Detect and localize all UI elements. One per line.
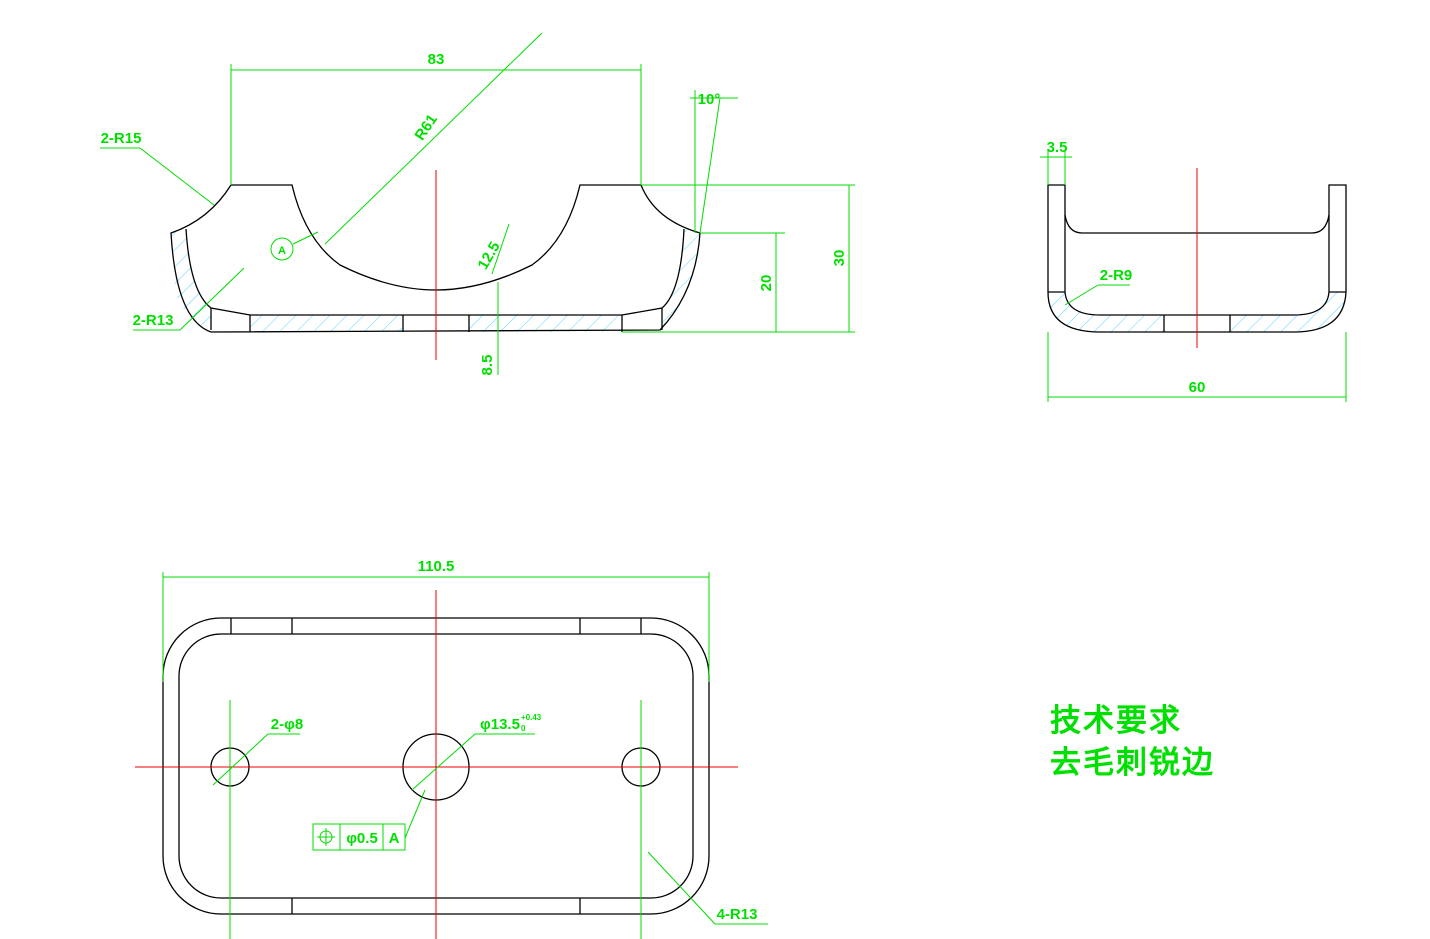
dim-30: 30 bbox=[831, 250, 848, 267]
leader-r9 bbox=[1064, 284, 1099, 306]
side-hatch-mid-left bbox=[1100, 315, 1164, 332]
requirements-line-1: 去毛刺锐边 bbox=[1050, 745, 1215, 781]
dim-2-r13: 2-R13 bbox=[133, 312, 174, 329]
dim-4-r13: 4-R13 bbox=[717, 906, 758, 923]
dim-83: 83 bbox=[428, 51, 445, 68]
side-view: 3.5 2-R9 60 bbox=[1040, 139, 1347, 402]
leader-4-r13 bbox=[647, 851, 716, 925]
dim-tol-lower: 0 bbox=[521, 724, 526, 733]
leader-2-phi8 bbox=[212, 733, 269, 786]
dim-r61: R61 bbox=[412, 111, 441, 143]
front-hatch-right bbox=[662, 229, 700, 330]
side-hatch-right bbox=[1294, 292, 1346, 332]
leader-r15 bbox=[139, 147, 215, 206]
leader-phi13-5 bbox=[411, 733, 476, 791]
leader-12-5 bbox=[491, 223, 510, 275]
dim-phi13-5: φ13.5 bbox=[480, 716, 520, 733]
front-hatch-bottom-left bbox=[250, 315, 403, 332]
dim-line-r61 bbox=[324, 32, 543, 245]
dim-60: 60 bbox=[1189, 379, 1206, 396]
dim-2-r9: 2-R9 bbox=[1100, 267, 1133, 284]
datum-a-label: A bbox=[278, 245, 286, 257]
dim-3-5: 3.5 bbox=[1047, 139, 1068, 156]
tolerance-frame bbox=[312, 823, 406, 851]
front-inner-line bbox=[185, 228, 685, 316]
dim-line-angle bbox=[699, 97, 721, 234]
dim-tol-upper: +0.43 bbox=[521, 713, 542, 722]
side-hatch-left bbox=[1048, 292, 1100, 332]
dim-8-5: 8.5 bbox=[479, 355, 496, 376]
dim-12-5: 12.5 bbox=[474, 239, 503, 273]
tolerance-value: φ0.5 bbox=[346, 830, 378, 847]
side-hatch-mid-right bbox=[1230, 315, 1294, 332]
datum-a-bubble bbox=[270, 237, 294, 261]
front-hatch-bottom-right bbox=[469, 315, 622, 332]
front-hatch-left bbox=[171, 229, 211, 330]
leader-r13 bbox=[179, 267, 245, 331]
front-view: 83 R61 10° 2-R15 2-R13 A 12.5 20 30 8.5 bbox=[100, 32, 855, 376]
dim-2-r15: 2-R15 bbox=[101, 130, 142, 147]
front-outline bbox=[170, 184, 701, 333]
technical-requirements: 技术要求 去毛刺锐边 bbox=[1050, 703, 1215, 781]
dim-20: 20 bbox=[758, 275, 775, 292]
dim-angle: 10° bbox=[698, 91, 721, 108]
requirements-title: 技术要求 bbox=[1050, 703, 1182, 739]
top-view: φ0.5 A 110.5 2-φ8 φ13.5 +0.43 0 4-R13 bbox=[135, 558, 768, 939]
dim-110-5: 110.5 bbox=[418, 558, 455, 575]
dim-2-phi8: 2-φ8 bbox=[271, 716, 303, 733]
tolerance-datum: A bbox=[389, 830, 400, 847]
